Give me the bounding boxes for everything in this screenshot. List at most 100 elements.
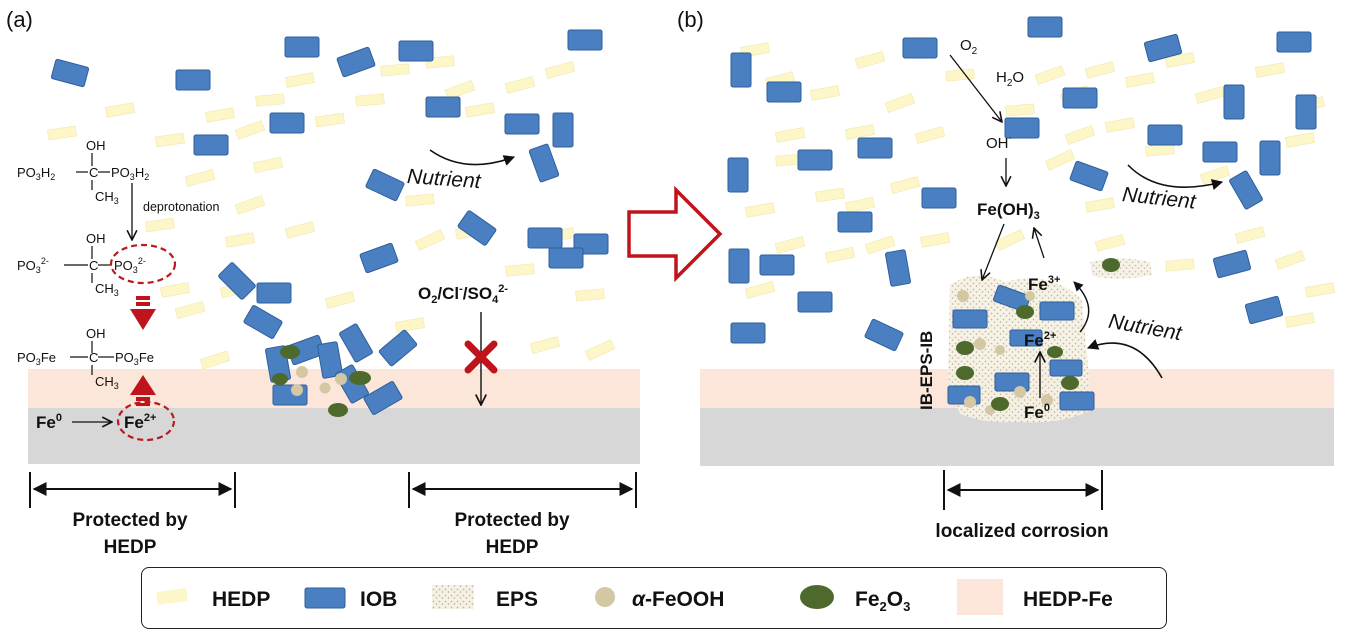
hedp-molecule — [1084, 61, 1116, 79]
iob-bacterium — [548, 247, 584, 269]
iob-bacterium — [218, 262, 256, 300]
hedp-structure-deprotonated: OH PO32- C PO32- CH3 — [17, 231, 146, 298]
legend-hedp-swatch — [156, 587, 188, 606]
iob-bacterium — [1223, 84, 1245, 120]
legend-feooh-swatch — [595, 587, 615, 607]
protected-label-left: Protected by — [72, 510, 188, 531]
fe0-label-a: Fe0 — [36, 412, 62, 432]
svg-text:C: C — [89, 258, 98, 273]
iob-bacterium — [284, 36, 320, 58]
iob-bacterium — [759, 254, 795, 276]
transition-arrow — [627, 185, 723, 283]
nutrient-label-a: Nutrient — [406, 165, 482, 193]
fe3-up-arrow — [1034, 228, 1045, 259]
hedp-molecule — [255, 93, 285, 107]
o2-label-b: O2 — [960, 37, 978, 57]
legend-eps-swatch — [432, 585, 474, 609]
hedp-molecule — [919, 232, 951, 248]
hedp-molecule — [1165, 258, 1195, 272]
legend-hedpfe-label: HEDP-Fe — [1023, 588, 1113, 611]
hedp-molecule — [1044, 149, 1076, 171]
svg-text:PO32-: PO32- — [17, 256, 49, 275]
iob-bacterium — [365, 168, 405, 202]
iob-bacterium — [730, 322, 766, 344]
iob-bacterium — [567, 29, 603, 51]
iob-bacterium — [1202, 141, 1238, 163]
hedp-molecule — [774, 127, 806, 143]
protected-label-right-2: HEDP — [486, 537, 539, 558]
svg-text:PO3H2: PO3H2 — [17, 165, 55, 182]
iob-bacterium — [1062, 87, 1098, 109]
hedp-molecule — [159, 282, 191, 298]
hedp-molecule — [174, 301, 206, 319]
h2o-label-b: H2O — [996, 69, 1024, 89]
iob-bacterium — [1004, 117, 1040, 139]
svg-text:PO32-: PO32- — [114, 256, 146, 275]
hedp-molecule — [284, 72, 316, 88]
localized-bracket — [943, 470, 1103, 510]
hedp-molecule — [224, 232, 256, 248]
hedp-structure-complexed: OH PO3Fe C PO3Fe CH3 — [17, 326, 154, 391]
iob-bacterium — [317, 341, 343, 379]
nutrient-arrow-b-top — [1127, 164, 1224, 190]
nutrient-arrow-b-side — [1086, 339, 1163, 379]
hedp-molecule — [145, 217, 175, 233]
hedp-molecule — [1234, 226, 1266, 244]
iob-bacterium — [727, 157, 749, 193]
iob-bacterium — [552, 112, 574, 148]
iob-bacterium — [398, 40, 434, 62]
hedp-molecule — [889, 176, 921, 194]
iob-bacterium — [728, 248, 750, 284]
legend-iob-swatch — [304, 587, 346, 609]
hedp-molecule — [575, 288, 605, 302]
hedp-molecule — [1094, 234, 1126, 252]
hedp-molecule — [1084, 197, 1116, 213]
hedp-molecule — [315, 112, 345, 128]
iob-bacterium — [1244, 295, 1284, 325]
protected-label-right: Protected by — [454, 510, 570, 531]
iob-bacterium — [504, 113, 540, 135]
hedp-molecule — [1284, 312, 1316, 328]
hedp-molecule — [284, 221, 316, 239]
svg-text:PO3Fe: PO3Fe — [17, 350, 56, 367]
hedp-molecule — [444, 80, 476, 100]
oxidants-label: O2/Cl-/SO42- — [418, 283, 508, 306]
fe0-label-b: Fe0 — [1024, 402, 1050, 422]
hedp-molecule — [914, 126, 946, 144]
iob-bacterium — [921, 187, 957, 209]
hedp-molecule — [104, 102, 136, 118]
hedp-molecule — [380, 63, 410, 77]
feooh-particles-a — [291, 366, 347, 396]
iob-bacterium — [1259, 140, 1281, 176]
ib-eps-ib-label: IB-EPS-IB — [917, 331, 936, 410]
svg-text:C: C — [89, 350, 98, 365]
iob-bacterium — [1143, 33, 1183, 63]
hedp-molecule — [744, 281, 776, 299]
iob-cluster-b — [947, 284, 1095, 411]
feoh3-label-b: Fe(OH)3 — [977, 200, 1040, 222]
hedp-molecule — [1124, 72, 1156, 88]
panel-label-b: (b) — [677, 7, 704, 32]
localized-corrosion-label: localized corrosion — [935, 521, 1108, 542]
protected-bracket-right — [408, 472, 637, 508]
legend-feooh-label: α-FeOOH — [632, 588, 724, 611]
hedp-molecule — [184, 169, 216, 187]
hedp-molecule — [1104, 117, 1136, 133]
hedp-molecule — [1284, 132, 1316, 148]
hedp-molecule — [504, 76, 536, 94]
hedp-molecule — [1254, 62, 1286, 78]
svg-text:PO3Fe: PO3Fe — [115, 350, 154, 367]
hedp-molecule — [774, 236, 806, 254]
hedp-molecule — [234, 195, 266, 215]
red-arrow-down — [130, 296, 156, 330]
iob-bacterium — [457, 210, 497, 246]
o2-to-oh-arrow — [949, 54, 1002, 122]
fe3-label-b: Fe3+ — [1028, 274, 1060, 294]
svg-text:C: C — [89, 165, 98, 180]
svg-text:OH: OH — [86, 326, 106, 341]
fe2-label-b: Fe2+ — [1024, 330, 1056, 350]
iob-bacterium — [1147, 124, 1183, 146]
